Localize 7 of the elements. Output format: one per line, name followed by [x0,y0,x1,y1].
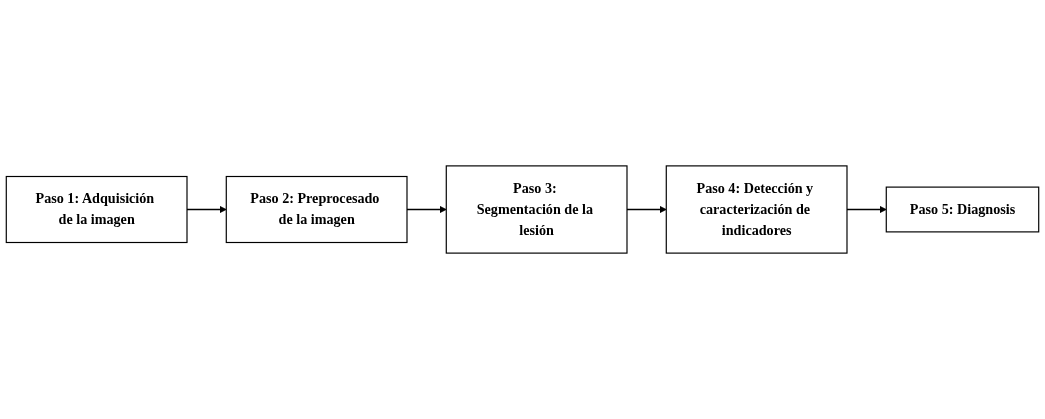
node-box: Paso 2: Preprocesado de la imagen [225,175,408,244]
node-box: Paso 4: Detección y caracterización de indicadores [665,165,848,254]
arrow [626,206,667,213]
node-box: Paso 1: Adquisición de la imagen [5,175,188,244]
node-box: Paso 3: Segmentación de la lesión [445,165,628,254]
arrow [846,206,887,213]
node-box: Paso 5: Diagnosis [885,186,1040,233]
